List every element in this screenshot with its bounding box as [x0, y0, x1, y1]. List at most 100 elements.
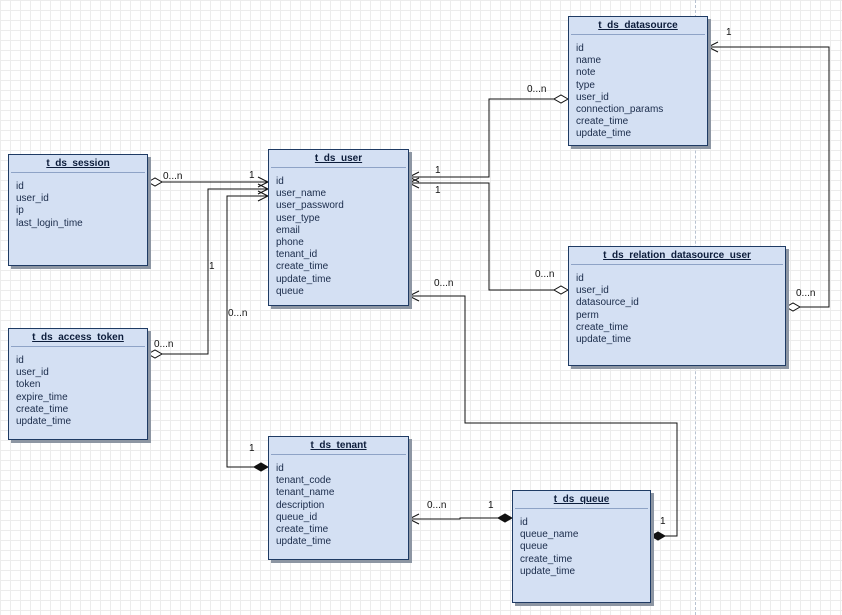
field: id	[576, 273, 584, 284]
field: user_name	[276, 188, 327, 200]
multiplicity-label: 1	[488, 500, 494, 511]
field: update_time	[16, 416, 72, 428]
multiplicity-label: 0...n	[154, 339, 174, 350]
field: user_type	[276, 212, 320, 224]
composition-diamond-queue-user	[649, 531, 667, 541]
aggregation-diamond-relation-datasource	[784, 302, 802, 312]
field: id	[276, 463, 284, 474]
field-list: id queue_name queue create_time update_t…	[513, 509, 650, 578]
field: tenant_code	[276, 475, 332, 487]
aggregation-diamond-datasource	[552, 94, 570, 104]
multiplicity-label: 1	[435, 185, 441, 196]
field-list: id user_id ip last_login_time	[9, 173, 147, 230]
connector-queue-tenant	[409, 517, 512, 520]
field: tenant_name	[276, 487, 335, 499]
entity-title: t_ds_user	[271, 150, 406, 168]
multiplicity-label: 0...n	[535, 269, 555, 280]
entity-t-ds-session[interactable]: t_ds_session id user_id ip last_login_ti…	[8, 154, 148, 266]
entity-t-ds-queue[interactable]: t_ds_queue id queue_name queue create_ti…	[512, 490, 651, 603]
multiplicity-label: 1	[660, 516, 666, 527]
field: description	[276, 499, 325, 511]
field: last_login_time	[16, 217, 83, 229]
entity-title: t_ds_relation_datasource_user	[571, 247, 783, 265]
field: user_password	[276, 200, 344, 212]
entity-t-ds-relation-datasource-user[interactable]: t_ds_relation_datasource_user id user_id…	[568, 246, 786, 366]
field: type	[576, 79, 595, 91]
field: phone	[276, 237, 304, 249]
entity-title: t_ds_queue	[515, 491, 648, 509]
field: tenant_id	[276, 249, 318, 261]
field: update_time	[576, 334, 632, 346]
field-list: id user_id token expire_time create_time…	[9, 347, 147, 428]
connector-queue-user	[409, 295, 678, 537]
field: update_time	[576, 128, 632, 140]
multiplicity-label: 0...n	[796, 288, 816, 299]
field: create_time	[576, 116, 629, 128]
field: id	[520, 517, 528, 528]
field: user_id	[576, 91, 609, 103]
multiplicity-label: 0...n	[434, 278, 454, 289]
connector-relation-user	[409, 182, 568, 291]
entity-title: t_ds_tenant	[271, 437, 406, 455]
arrow-user-relation	[407, 177, 420, 189]
entity-t-ds-datasource[interactable]: t_ds_datasource id name note type user_i…	[568, 16, 708, 146]
field: id	[16, 181, 24, 192]
field: update_time	[276, 273, 332, 285]
field: queue_id	[276, 511, 318, 523]
field: datasource_id	[576, 297, 639, 309]
entity-title: t_ds_session	[11, 155, 145, 173]
arrow-user-queue	[407, 290, 420, 302]
composition-diamond-tenant	[252, 462, 270, 472]
multiplicity-label: 0...n	[228, 308, 248, 319]
entity-title: t_ds_datasource	[571, 17, 705, 35]
field: perm	[576, 309, 599, 321]
multiplicity-label: 1	[249, 170, 255, 181]
multiplicity-label: 1	[435, 165, 441, 176]
field: id	[576, 43, 584, 54]
field: id	[16, 355, 24, 366]
multiplicity-label: 0...n	[527, 84, 547, 95]
aggregation-diamond-relation-user	[552, 285, 570, 295]
field: user_id	[16, 193, 49, 205]
field: connection_params	[576, 104, 664, 116]
entity-title: t_ds_access_token	[11, 329, 145, 347]
aggregation-diamond-token	[146, 349, 164, 359]
field: id	[276, 176, 284, 187]
aggregation-diamond-session	[146, 177, 164, 187]
field: create_time	[276, 261, 329, 273]
field: email	[276, 224, 300, 236]
field: name	[576, 55, 602, 67]
field-list: id name note type user_id connection_par…	[569, 35, 707, 141]
field: user_id	[16, 367, 49, 379]
field: create_time	[276, 524, 329, 536]
field: update_time	[276, 536, 332, 548]
field: queue	[276, 285, 304, 297]
field-list: id user_id datasource_id perm create_tim…	[569, 265, 785, 346]
arrow-tenant-queue	[407, 513, 420, 525]
field: create_time	[16, 403, 69, 415]
connector-token-user	[148, 188, 268, 355]
entity-t-ds-user[interactable]: t_ds_user id user_name user_password use…	[268, 149, 409, 306]
field: create_time	[520, 553, 573, 565]
entity-t-ds-access-token[interactable]: t_ds_access_token id user_id token expir…	[8, 328, 148, 440]
field-list: id user_name user_password user_type ema…	[269, 168, 408, 298]
connector-datasource-user	[409, 98, 568, 178]
field: queue	[520, 541, 548, 553]
field: token	[16, 379, 41, 391]
multiplicity-label: 0...n	[163, 171, 183, 182]
field: expire_time	[16, 391, 68, 403]
field-list: id tenant_code tenant_name description q…	[269, 455, 408, 548]
entity-t-ds-tenant[interactable]: t_ds_tenant id tenant_code tenant_name d…	[268, 436, 409, 560]
field: user_id	[576, 285, 609, 297]
composition-diamond-queue-tenant	[496, 513, 514, 523]
multiplicity-label: 1	[726, 27, 732, 38]
multiplicity-label: 1	[209, 261, 215, 272]
connector-relation-datasource	[708, 46, 830, 308]
field: update_time	[520, 565, 576, 577]
arrow-user-datasource	[407, 171, 420, 183]
arrow-datasource-relation	[706, 41, 719, 53]
field: ip	[16, 205, 24, 217]
multiplicity-label: 0...n	[427, 500, 447, 511]
field: create_time	[576, 321, 629, 333]
